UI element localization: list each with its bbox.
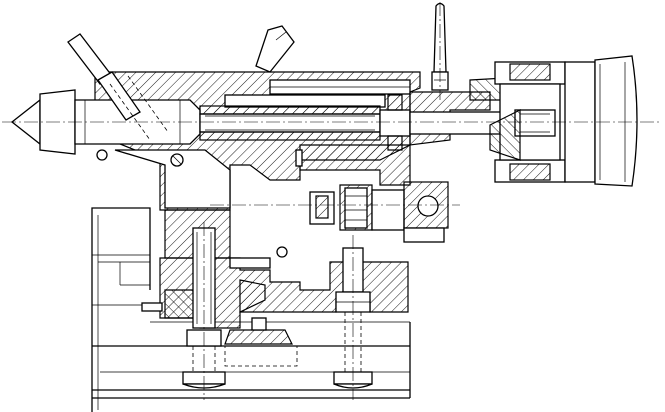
clamp-wedge <box>224 317 298 367</box>
locking-pin <box>96 149 303 312</box>
feed-gear <box>309 181 449 243</box>
center-lines <box>2 2 660 400</box>
quill-clamp-lever <box>67 33 169 141</box>
oil-cup <box>255 25 295 73</box>
